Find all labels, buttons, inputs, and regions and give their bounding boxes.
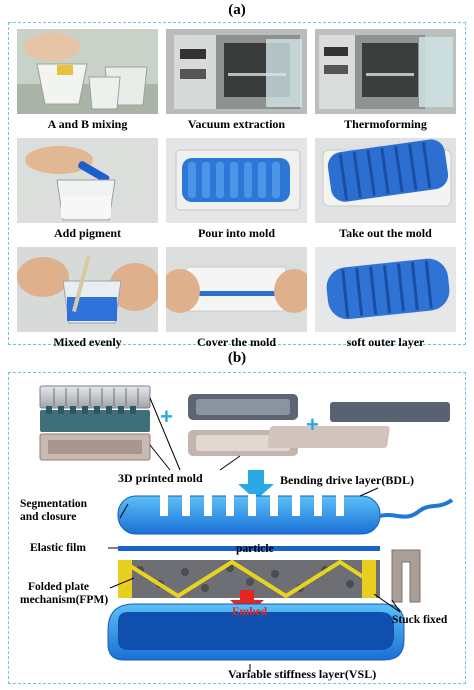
- take-out-mold-photo: [315, 138, 456, 223]
- step-caption: Mixed evenly: [53, 335, 122, 349]
- thermoforming-oven-photo: [315, 29, 456, 114]
- plus-icon: +: [160, 404, 173, 429]
- mold-frame-small-top: [188, 394, 298, 420]
- label-segmentation: Segmentation: [20, 498, 88, 510]
- label-particle: particle: [236, 543, 274, 555]
- label-variable-stiffness-layer: Variable stiffness layer(VSL): [228, 667, 377, 681]
- vacuum-oven-photo: [166, 29, 307, 114]
- step-caption: A and B mixing: [47, 117, 128, 131]
- bending-drive-layer: [117, 494, 454, 535]
- step-caption: soft outer layer: [346, 335, 425, 349]
- step-caption: Take out the mold: [339, 226, 432, 240]
- pour-into-mold-photo: [166, 138, 307, 223]
- step-caption: Cover the mold: [196, 335, 277, 349]
- label-elastic-film: Elastic film: [30, 542, 86, 554]
- mixed-evenly-photo: [17, 247, 158, 332]
- down-arrow-icon: [238, 470, 274, 500]
- label-3d-printed-mold: 3D printed mold: [118, 471, 203, 485]
- mold-piece-top: [39, 385, 151, 409]
- add-pigment-photo: [17, 138, 158, 223]
- variable-stiffness-layer: [107, 603, 405, 661]
- label-stuck-fixed: Stuck fixed: [392, 614, 448, 626]
- step-caption: Pour into mold: [197, 226, 276, 240]
- step-caption: Thermoforming: [344, 117, 427, 131]
- mold-piece-teeth: [40, 406, 150, 432]
- label-and-closure: and closure: [20, 511, 77, 523]
- mold-piece-bottom: [39, 433, 151, 461]
- panel-b-frame: [8, 372, 466, 684]
- panel-a-frame: [8, 22, 466, 345]
- panel-a-label: (a): [228, 2, 246, 18]
- step-caption: Add pigment: [53, 226, 121, 240]
- elastic-film: [118, 546, 380, 551]
- plus-icon: +: [306, 412, 319, 437]
- panel-b-label: (b): [227, 350, 247, 366]
- mixing-photo: [17, 29, 158, 114]
- folded-plate-mechanism: [118, 549, 421, 603]
- soft-outer-layer-photo: [315, 247, 456, 332]
- cover-the-mold-photo: [166, 247, 307, 332]
- label-folded-plate: Folded plate: [28, 581, 90, 593]
- label-mechanism-fpm: mechanism(FPM): [20, 594, 109, 606]
- label-embed: Embed: [232, 606, 268, 618]
- mold-cover-plate: [267, 402, 450, 448]
- step-caption: Vacuum extraction: [187, 117, 286, 131]
- label-bending-drive-layer: Bending drive layer(BDL): [280, 473, 414, 487]
